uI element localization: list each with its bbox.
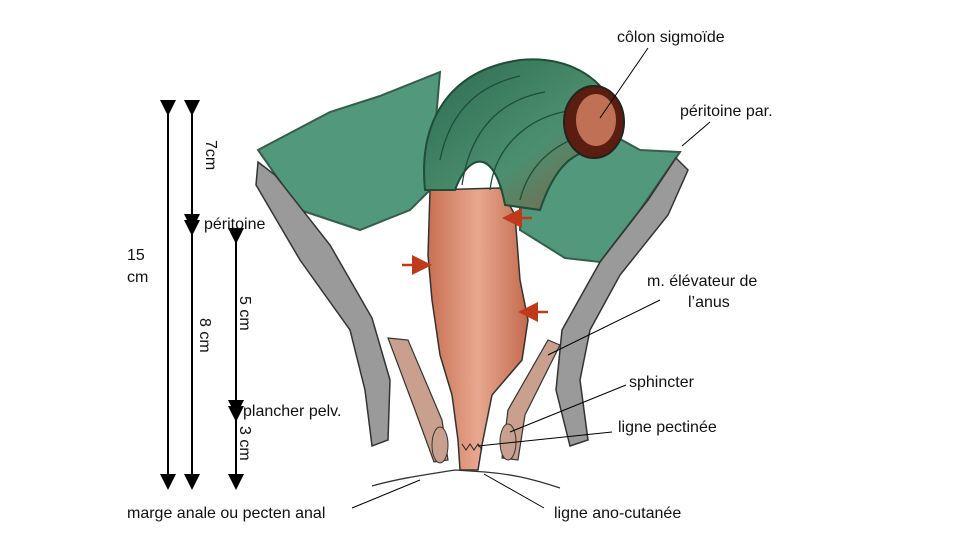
leader-elevateur <box>547 299 661 356</box>
label-sphincter: sphincter <box>629 374 695 391</box>
levator-ani-left <box>255 160 391 448</box>
pectinate-zigzag <box>461 443 483 451</box>
leader-marge <box>351 479 421 509</box>
sphincter-right <box>501 339 561 461</box>
label-ligne-ano-cutanee: ligne ano-cutanée <box>554 505 681 522</box>
sphincter-ext-left <box>431 426 449 464</box>
measure-lower-label: 8 cm <box>196 318 213 353</box>
label-peritoine: péritoine <box>204 216 265 233</box>
measure-total-line1: 15 <box>127 247 145 264</box>
leader-sphincter <box>509 384 627 433</box>
colon-lumen-inner <box>576 94 616 146</box>
label-elevateur-line2: l’anus <box>688 294 730 311</box>
rectum <box>427 187 529 471</box>
colon-haustra <box>439 75 596 201</box>
label-marge-anale: marge anale ou pecten anal <box>127 505 325 522</box>
skin-line <box>371 469 561 489</box>
label-peritoine-par: péritoine par. <box>680 103 773 120</box>
sphincter-left <box>387 337 449 463</box>
measure-middle-label: 5 cm <box>236 296 253 331</box>
levator-ani-right <box>555 156 689 447</box>
measure-anal-canal-label: 3 cm <box>236 426 253 461</box>
label-elevateur-line1: m. élévateur de <box>647 273 757 290</box>
measure-upper-label: 7cm <box>202 140 219 170</box>
measure-total-line2: cm <box>127 269 148 286</box>
label-colon-sigmoide: côlon sigmoïde <box>617 29 725 46</box>
leader-peritoine-par <box>681 121 711 147</box>
leader-colon <box>599 47 649 119</box>
leader-ano-cutanee <box>483 473 545 509</box>
leader-pectinee <box>477 431 613 447</box>
label-ligne-pectinee: ligne pectinée <box>618 419 717 436</box>
label-plancher-pelv: plancher pelv. <box>243 403 341 420</box>
